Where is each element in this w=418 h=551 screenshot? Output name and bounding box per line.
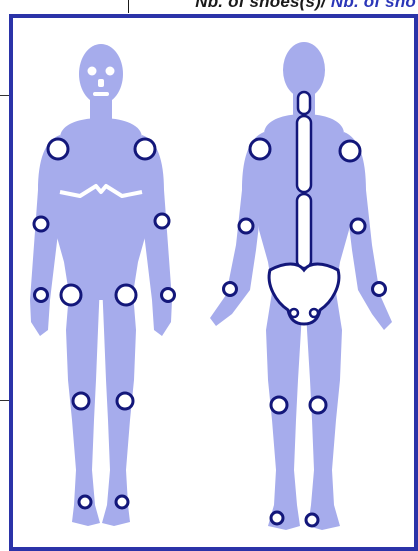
front-eye-left — [88, 67, 97, 76]
spine-thoracic — [297, 116, 311, 192]
pelvis-hole-right — [310, 309, 318, 317]
back-head — [283, 42, 325, 98]
joint-front-shoulder-right — [135, 139, 155, 159]
joint-front-shoulder-left — [48, 139, 68, 159]
joint-front-ankle-right — [116, 496, 128, 508]
side-tick-bottom — [0, 400, 9, 401]
back-spine — [297, 92, 311, 268]
joint-back-wrist-right — [373, 283, 386, 296]
side-tick-top — [0, 95, 9, 96]
joint-back-elbow-right — [351, 219, 365, 233]
joint-back-knee-left — [271, 397, 287, 413]
spine-cervical — [298, 92, 310, 114]
joint-front-knee-right — [117, 393, 133, 409]
joint-front-ankle-left — [79, 496, 91, 508]
body-diagram — [9, 14, 418, 551]
pelvis-hole-left — [290, 309, 298, 317]
header-rule — [128, 0, 129, 13]
joint-front-wrist-right — [162, 289, 175, 302]
header-text-right: Nb. of sho — [326, 0, 416, 11]
header-text-left: Nb. of shoes(s)/ — [195, 0, 326, 11]
joint-back-wrist-left — [224, 283, 237, 296]
joint-front-hip-right — [116, 285, 136, 305]
front-eye-right — [106, 67, 115, 76]
joint-front-elbow-right — [155, 214, 169, 228]
joint-back-elbow-left — [239, 219, 253, 233]
joint-back-shoulder-left — [250, 139, 270, 159]
joint-front-hip-left — [61, 285, 81, 305]
joint-front-elbow-left — [34, 217, 48, 231]
header-strip: Nb. of shoes(s)/ Nb. of sho — [0, 0, 418, 14]
joint-front-wrist-left — [35, 289, 48, 302]
diagram-frame — [9, 14, 418, 551]
joint-back-shoulder-right — [340, 141, 360, 161]
spine-lumbar — [297, 194, 311, 268]
joint-back-knee-right — [310, 397, 326, 413]
front-mouth — [93, 92, 109, 96]
joint-front-knee-left — [73, 393, 89, 409]
joint-back-ankle-right — [306, 514, 318, 526]
joint-back-ankle-left — [271, 512, 283, 524]
front-nose — [98, 79, 104, 87]
header-text: Nb. of shoes(s)/ Nb. of sho — [195, 0, 416, 12]
